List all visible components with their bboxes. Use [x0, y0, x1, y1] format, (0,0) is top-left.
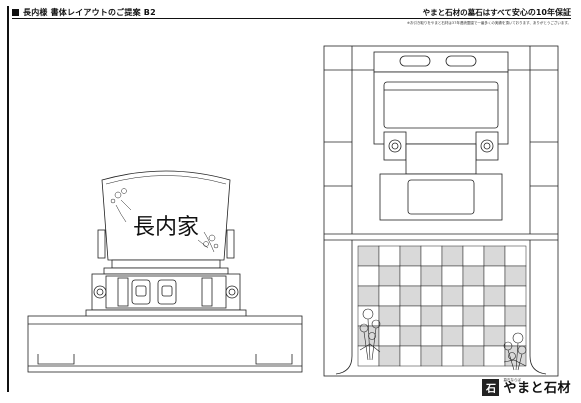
tagline-emphasis: 安心の10年保証 [511, 7, 571, 17]
floor-tile [420, 245, 443, 267]
front-elevation-drawing: 長内家 [27, 170, 303, 373]
floor-tile [462, 285, 485, 307]
floor-tile [357, 265, 380, 287]
right-lantern-icon [225, 285, 239, 299]
floor-tile [399, 345, 422, 367]
floor-tile [357, 285, 380, 307]
page-header: 長内様 書体レイアウトのご提案 B2 やまと石材の墓石はすべて安心の10年保証 [12, 6, 571, 18]
title-square-icon [12, 8, 19, 16]
floor-tile [420, 345, 443, 367]
flower-bouquet-right-icon [503, 332, 527, 371]
floor-tile [462, 325, 485, 347]
floor-tile [441, 345, 464, 367]
logo-company-name: やまと石材 [503, 381, 571, 397]
floor-tile [462, 305, 485, 327]
floor-tile [399, 325, 422, 347]
right-lantern-icon [480, 139, 494, 153]
plan-view-drawing [323, 45, 559, 377]
floor-tile [378, 265, 401, 287]
header-subnote: ※お引き取りをやまと石材は37年連続霊園で一番多くの実績を頂いております、ありが… [406, 21, 571, 25]
family-name-inscription: 長内家 [133, 215, 199, 240]
header-rule [12, 18, 571, 19]
floor-tile [483, 345, 506, 367]
floor-tile [378, 245, 401, 267]
title-wrap: 長内様 書体レイアウトのご提案 B2 [12, 7, 156, 18]
page-title: 長内様 書体レイアウトのご提案 B2 [23, 7, 156, 17]
incense-slot-left [399, 55, 431, 67]
floor-tile [441, 325, 464, 347]
floor-tile [399, 245, 422, 267]
floor-tile [399, 265, 422, 287]
floor-tile [357, 245, 380, 267]
ossuary-door-right [157, 279, 177, 305]
left-post [97, 229, 106, 259]
floor-tile [504, 245, 527, 267]
headstone [101, 170, 231, 261]
guarantee-tagline: やまと石材の墓石はすべて安心の10年保証 [423, 7, 571, 18]
right-post [226, 229, 235, 259]
left-lantern-icon [388, 139, 402, 153]
flower-engraving-left-icon [110, 188, 132, 223]
incense-slot-right [445, 55, 477, 67]
floor-tile [399, 305, 422, 327]
floor-tile [420, 285, 443, 307]
floor-tile [462, 245, 485, 267]
left-lantern-icon [93, 285, 107, 299]
floor-tile [378, 345, 401, 367]
floor-tile [378, 305, 401, 327]
floor-tile [420, 325, 443, 347]
floor-tile [378, 285, 401, 307]
logo-mark-icon: 石 [482, 378, 500, 396]
floor-tile [483, 305, 506, 327]
floor-tile [504, 285, 527, 307]
floor-tile [504, 265, 527, 287]
floor-tile [441, 265, 464, 287]
floor-tile [483, 325, 506, 347]
left-margin-rule [7, 6, 9, 392]
floor-tile [399, 285, 422, 307]
flower-engraving-right-icon [197, 231, 219, 253]
floor-tile [462, 345, 485, 367]
checker-tiles [357, 245, 527, 367]
floor-tile [378, 325, 401, 347]
floor-tile [420, 305, 443, 327]
flower-bouquet-left-icon [359, 308, 381, 361]
floor-tile [483, 285, 506, 307]
floor-tile [504, 305, 527, 327]
logo-small-text: 墓石ならば [503, 377, 521, 382]
floor-tile [441, 245, 464, 267]
logo-text: 墓石ならば やまと石材 [503, 377, 571, 397]
company-logo: 石 墓石ならば やまと石材 [482, 378, 571, 396]
floor-tile [483, 245, 506, 267]
floor-tile [441, 285, 464, 307]
tagline-prefix: やまと石材の墓石はすべて [422, 7, 512, 17]
ossuary-door-left [131, 279, 151, 305]
floor-tile [462, 265, 485, 287]
floor-tile [420, 265, 443, 287]
floor-tile [441, 305, 464, 327]
floor-tile [483, 265, 506, 287]
